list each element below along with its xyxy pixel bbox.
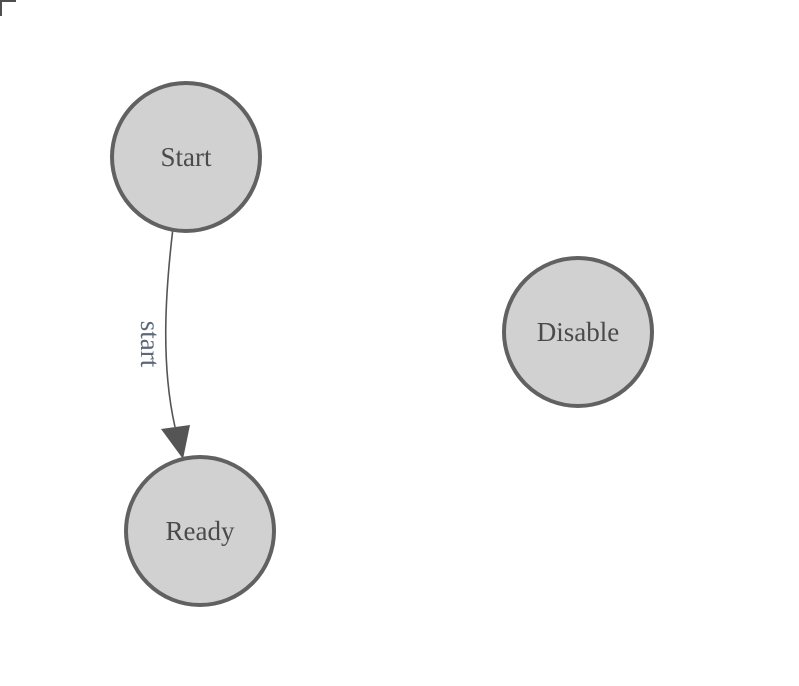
edge-label-start[interactable]: start bbox=[135, 321, 165, 368]
node-disable[interactable]: Disable bbox=[502, 256, 654, 408]
paper-corner-mark bbox=[0, 0, 16, 16]
node-start-label: Start bbox=[161, 142, 212, 172]
node-disable-circle[interactable] bbox=[502, 256, 654, 408]
node-start[interactable]: Start bbox=[110, 81, 262, 233]
node-ready[interactable]: Ready bbox=[124, 455, 276, 607]
node-ready-label: Ready bbox=[166, 516, 235, 546]
corner-mark-horizontal bbox=[0, 0, 16, 2]
node-ready-circle[interactable] bbox=[124, 455, 276, 607]
arrowhead-icon bbox=[161, 425, 190, 459]
corner-mark-vertical bbox=[0, 0, 2, 16]
node-disable-label: Disable bbox=[537, 317, 619, 347]
edge-line[interactable] bbox=[164, 227, 176, 428]
node-start-circle[interactable] bbox=[110, 81, 262, 233]
edge-start-to-ready[interactable]: start bbox=[135, 227, 190, 459]
